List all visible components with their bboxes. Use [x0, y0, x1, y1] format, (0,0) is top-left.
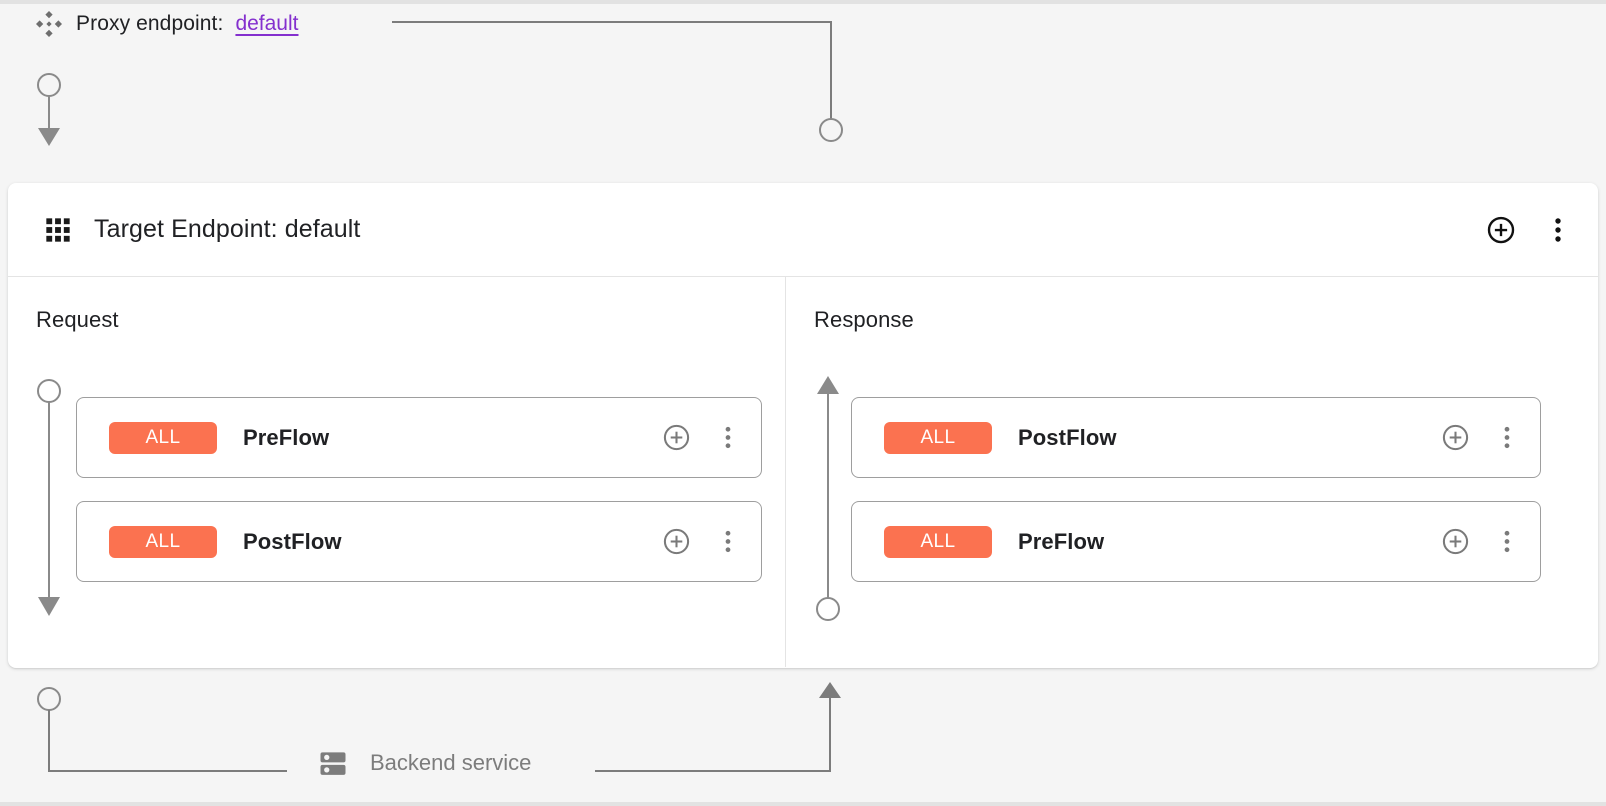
more-vert-icon [1504, 426, 1510, 449]
more-vert-icon [1504, 530, 1510, 553]
more-options-button[interactable] [1546, 215, 1570, 245]
response-flow-list: ALL PostFlow [851, 397, 1541, 605]
proxy-endpoint-icon [34, 9, 64, 39]
backend-service[interactable]: Backend service [318, 748, 531, 778]
response-pane: Response ALL PostFlow [786, 277, 1597, 667]
plus-circle-icon [1487, 216, 1515, 243]
flow-row-request-postflow[interactable]: ALL PostFlow [76, 501, 762, 582]
request-flow-list: ALL PreFlow [76, 397, 762, 605]
status-badge: ALL [884, 525, 992, 558]
server-icon [318, 748, 348, 778]
more-vert-icon [725, 426, 731, 449]
plus-circle-icon [1442, 424, 1469, 451]
proxy-response-in-port [819, 118, 843, 142]
more-options-button[interactable] [1496, 527, 1518, 556]
flow-row-actions [1441, 423, 1518, 452]
backend-request-line [48, 710, 287, 772]
flow-name: PostFlow [243, 528, 342, 554]
more-options-button[interactable] [1496, 423, 1518, 452]
plus-circle-icon [1442, 528, 1469, 555]
status-badge: ALL [884, 421, 992, 454]
target-endpoint-body: Request ALL PreFlow [8, 277, 1598, 667]
request-pane: Request ALL PreFlow [8, 277, 786, 667]
proxy-response-line [392, 21, 832, 119]
target-endpoint-card: Target Endpoint: default [8, 183, 1598, 668]
flow-row-request-preflow[interactable]: ALL PreFlow [76, 397, 762, 478]
add-policy-button[interactable] [1441, 423, 1470, 452]
backend-response-arrowhead [819, 682, 841, 698]
request-flow-arrowhead [38, 597, 60, 616]
target-request-out-port [37, 687, 61, 711]
target-endpoint-header: Target Endpoint: default [8, 183, 1598, 277]
add-policy-button[interactable] [1486, 215, 1516, 245]
response-flow-end-port [816, 597, 840, 621]
page-title: Target Endpoint: default [94, 215, 361, 243]
more-vert-icon [1555, 217, 1561, 242]
backend-response-line [595, 698, 831, 772]
proxy-request-out-port [37, 73, 61, 97]
flow-row-actions [1441, 527, 1518, 556]
bottom-edge-strip [0, 802, 1606, 806]
status-badge: ALL [109, 421, 217, 454]
flow-name: PreFlow [1018, 528, 1105, 554]
more-options-button[interactable] [717, 423, 739, 452]
flow-name: PreFlow [243, 424, 330, 450]
plus-circle-icon [663, 528, 690, 555]
flow-row-actions [662, 423, 739, 452]
proxy-request-arrowhead [38, 128, 60, 146]
add-policy-button[interactable] [662, 527, 691, 556]
response-flow-arrowhead [817, 376, 839, 394]
more-vert-icon [725, 530, 731, 553]
more-options-button[interactable] [717, 527, 739, 556]
flow-row-response-preflow[interactable]: ALL PreFlow [851, 501, 1541, 582]
top-edge-strip [0, 0, 1606, 4]
target-endpoint-actions [1486, 215, 1570, 245]
proxy-endpoint-label: Proxy endpoint: [76, 12, 224, 35]
add-policy-button[interactable] [662, 423, 691, 452]
response-pane-title: Response [814, 307, 914, 332]
status-badge: ALL [109, 525, 217, 558]
proxy-endpoint-value-link[interactable]: default [235, 12, 299, 35]
flow-row-response-postflow[interactable]: ALL PostFlow [851, 397, 1541, 478]
flow-row-actions [662, 527, 739, 556]
request-pane-title: Request [36, 307, 119, 332]
flow-name: PostFlow [1018, 424, 1117, 450]
proxy-endpoint-header: Proxy endpoint: default [34, 6, 299, 42]
backend-service-label: Backend service [370, 750, 532, 775]
plus-circle-icon [663, 424, 690, 451]
add-policy-button[interactable] [1441, 527, 1470, 556]
grid-icon [44, 216, 72, 244]
request-flow-start-port [37, 379, 61, 403]
